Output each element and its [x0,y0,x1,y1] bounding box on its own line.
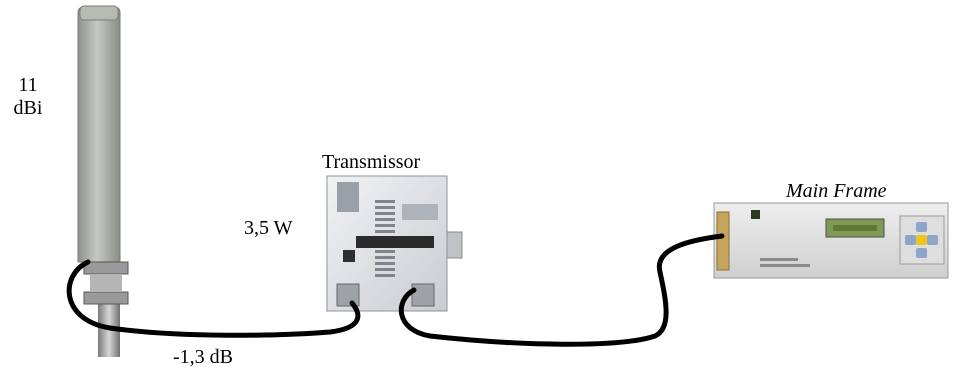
main-frame-handle [717,212,729,270]
main-frame-unit [714,203,948,278]
key-right [927,235,938,245]
cable-loss-label: -1,3 dB [173,346,233,369]
antenna-clamp-top [84,262,128,274]
antenna-gain-label: 11 dBi [8,74,48,120]
antenna-gain-unit: dBi [8,97,48,120]
key-left [905,235,916,245]
transmitter-label: Transmissor [322,151,444,174]
antenna-gain-value: 11 [8,74,48,97]
antenna-clamp-bottom [84,292,128,304]
antenna-radome [78,6,120,262]
main-frame-label: Main Frame [786,180,887,203]
key-down [916,248,927,258]
key-center [916,235,927,245]
keypad [900,216,944,264]
antenna [78,6,128,357]
main-frame-logo [751,210,760,219]
key-up [916,222,927,232]
transmitter-power-label: 3,5 W [244,217,293,240]
transmitter-unit [327,176,462,311]
